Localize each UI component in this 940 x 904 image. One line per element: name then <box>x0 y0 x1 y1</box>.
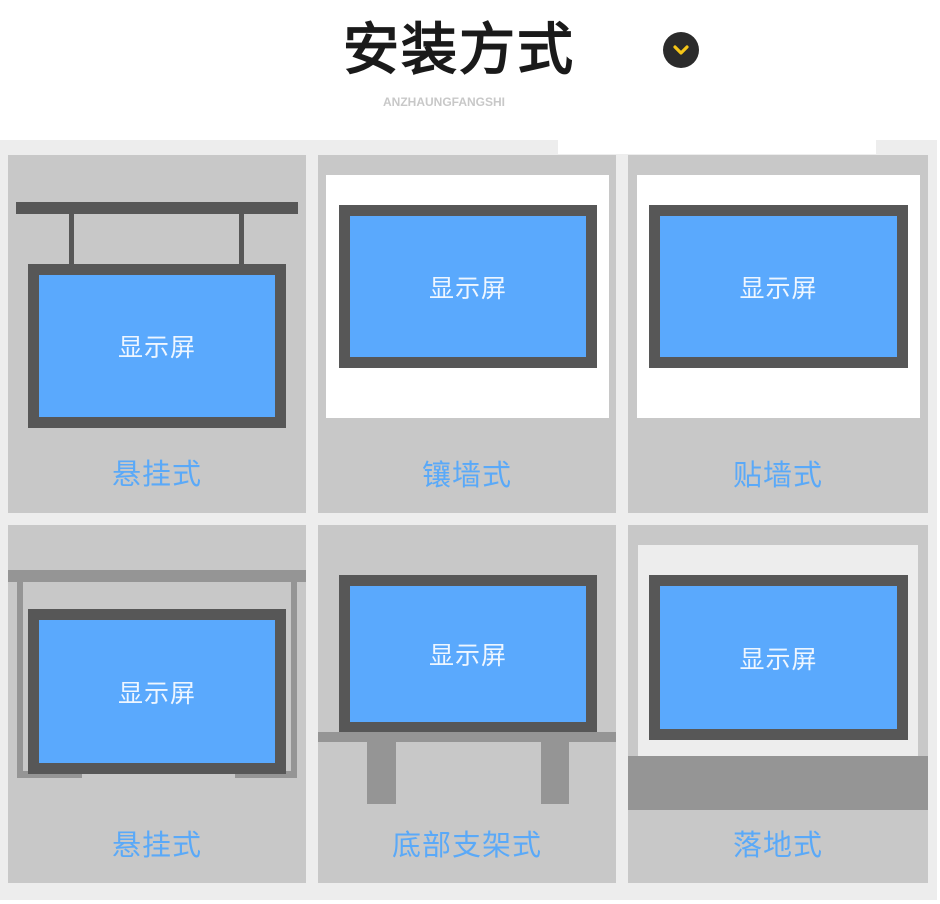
bracket-leg-left <box>367 742 396 804</box>
frame-post-right <box>291 582 297 778</box>
ceiling-rail <box>16 202 298 214</box>
method-card-wall-mounted[interactable]: 显示屏 贴墙式 <box>628 155 928 513</box>
bracket-shelf <box>318 732 616 742</box>
hanging-rod-left <box>69 214 74 266</box>
display-screen: 显示屏 <box>39 620 275 763</box>
method-label: 镶墙式 <box>421 458 512 492</box>
grid-top-gap <box>558 138 876 154</box>
method-label: 底部支架式 <box>391 828 542 862</box>
floor-base <box>628 756 928 810</box>
bracket-leg-right <box>541 742 569 804</box>
display-monitor: 显示屏 <box>28 609 286 774</box>
display-monitor: 显示屏 <box>28 264 286 428</box>
method-card-wall-embedded[interactable]: 显示屏 镶墙式 <box>318 155 616 513</box>
method-label: 悬挂式 <box>111 828 202 862</box>
display-screen: 显示屏 <box>660 216 897 357</box>
page-title: 安装方式 <box>343 18 575 83</box>
method-label: 悬挂式 <box>111 457 202 491</box>
method-card-floor-standing[interactable]: 显示屏 落地式 <box>628 525 928 883</box>
hanging-rod-right <box>239 214 244 266</box>
method-label: 贴墙式 <box>732 458 823 492</box>
method-label: 落地式 <box>732 828 823 862</box>
display-screen: 显示屏 <box>350 586 586 722</box>
frame-foot-left <box>17 771 82 778</box>
page-subtitle: ANZHAUNGFANGSHI <box>383 95 505 109</box>
frame-foot-right <box>235 771 297 778</box>
display-screen: 显示屏 <box>660 586 897 729</box>
method-card-hanging-frame[interactable]: 显示屏 悬挂式 <box>8 525 306 883</box>
method-card-hanging[interactable]: 显示屏 悬挂式 <box>8 155 306 513</box>
display-screen: 显示屏 <box>350 216 586 357</box>
method-card-bottom-bracket[interactable]: 显示屏 底部支架式 <box>318 525 616 883</box>
display-monitor: 显示屏 <box>339 575 597 733</box>
chevron-down-icon <box>673 45 689 55</box>
frame-top-beam <box>8 570 306 582</box>
display-monitor: 显示屏 <box>339 205 597 368</box>
display-monitor: 显示屏 <box>649 205 908 368</box>
display-monitor: 显示屏 <box>649 575 908 740</box>
display-screen: 显示屏 <box>39 275 275 417</box>
expand-toggle-button[interactable] <box>663 32 699 68</box>
frame-post-left <box>17 582 23 778</box>
